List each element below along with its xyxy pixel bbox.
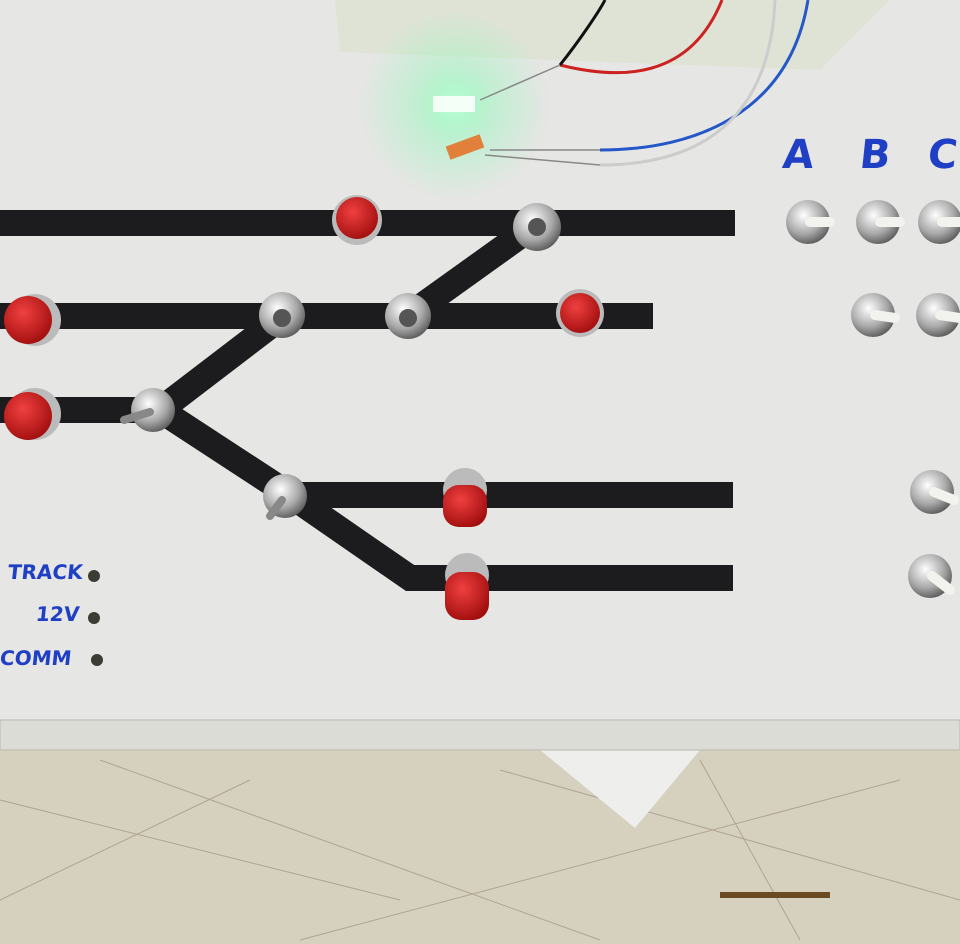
toggle-switch[interactable]: [385, 293, 431, 339]
red-button[interactable]: [332, 195, 382, 245]
toggle-switch[interactable]: [263, 474, 307, 520]
section-switch-c1[interactable]: [918, 200, 960, 244]
section-switch-b1[interactable]: [856, 200, 905, 244]
toggle-switch[interactable]: [513, 203, 561, 251]
section-switch-c2[interactable]: [916, 293, 960, 337]
terminal-label-track: TRACK: [6, 560, 84, 584]
column-label-c: C: [925, 132, 960, 178]
terminal-label-comm: COMM: [0, 646, 73, 670]
track-branch-bottom: [282, 484, 733, 591]
terminal-12v: [88, 612, 100, 624]
point-toggle-switches: [120, 203, 561, 520]
track-diagonal-up: [152, 214, 543, 421]
section-switch-c3[interactable]: [910, 470, 959, 514]
column-label-a: A: [780, 132, 817, 178]
panel-bottom-rail: [0, 719, 960, 751]
section-switch-c4[interactable]: [908, 554, 955, 598]
red-button[interactable]: [4, 294, 61, 346]
terminal-track: [88, 570, 100, 582]
wires: [479, 0, 810, 167]
section-switch-b2[interactable]: [851, 293, 900, 337]
red-button[interactable]: [443, 468, 487, 527]
workbench: [0, 740, 960, 944]
power-terminals: [88, 570, 103, 666]
terminal-label-12v: 12V: [34, 602, 81, 626]
red-button[interactable]: [4, 388, 61, 440]
terminal-comm: [91, 654, 103, 666]
toggle-switch[interactable]: [259, 292, 305, 338]
toggle-switch[interactable]: [120, 388, 175, 432]
red-button[interactable]: [556, 289, 604, 337]
section-switches: [786, 200, 960, 598]
red-push-buttons: [4, 195, 604, 620]
green-led: [433, 96, 475, 112]
column-label-b: B: [857, 132, 893, 178]
resistor: [445, 134, 485, 160]
section-switch-a1[interactable]: [786, 200, 835, 244]
bench-scratches: [0, 759, 960, 941]
paper-scrap: [540, 750, 700, 828]
red-button[interactable]: [445, 553, 489, 620]
